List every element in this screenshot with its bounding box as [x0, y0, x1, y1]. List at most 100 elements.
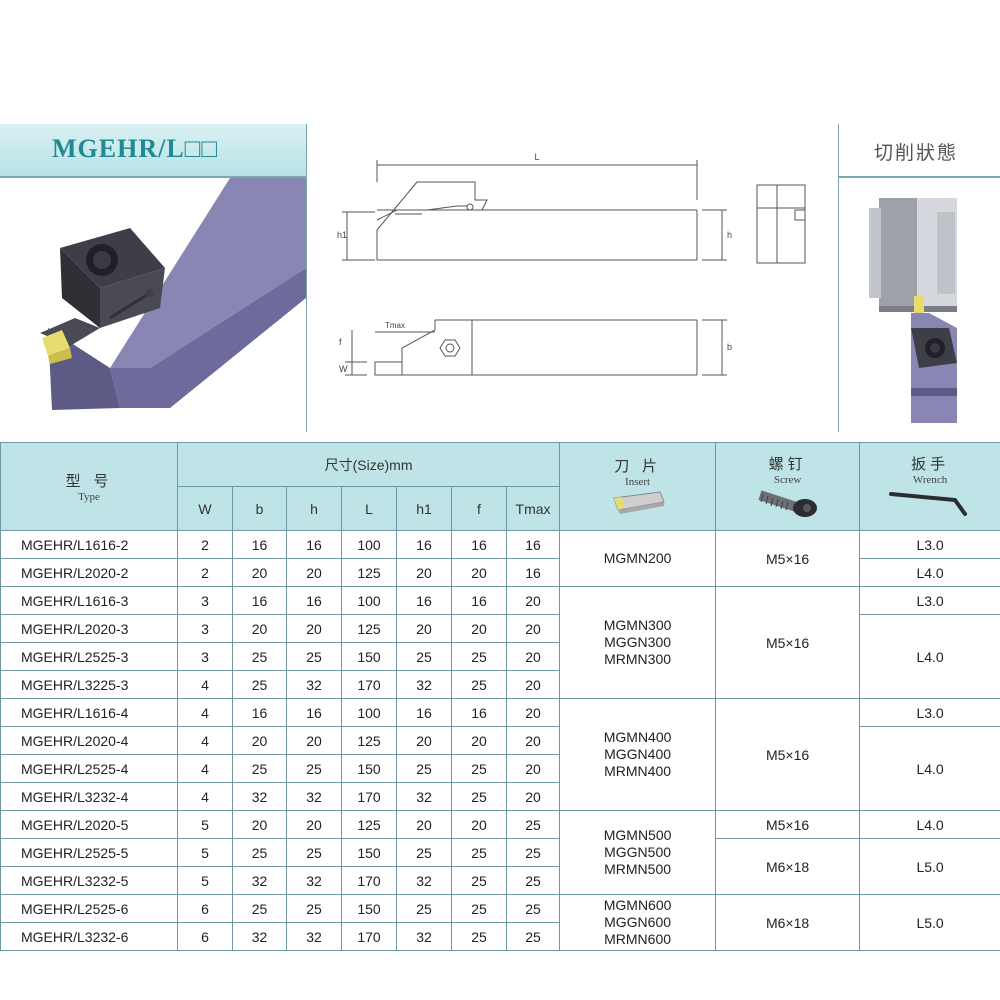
cell-f: 25	[451, 782, 507, 811]
cell-wrench: L4.0	[859, 726, 1000, 811]
type-header-zh: 型 号	[65, 472, 113, 490]
cell-b: 20	[232, 614, 287, 643]
cell-screw: M5×16	[715, 698, 861, 811]
cell-w: 4	[177, 698, 233, 727]
cell-h1: 25	[396, 642, 452, 671]
cell-h: 16	[286, 586, 342, 615]
cell-l: 125	[341, 614, 397, 643]
dim-label-L: L	[534, 152, 539, 162]
cell-b: 32	[232, 782, 287, 811]
cell-wrench: L3.0	[859, 698, 1000, 727]
cell-h1: 16	[396, 530, 452, 559]
cell-h: 20	[286, 614, 342, 643]
cell-type: MGEHR/L3232-4	[0, 782, 178, 811]
insert-icon	[612, 490, 665, 514]
cell-w: 3	[177, 614, 233, 643]
cell-wrench: L3.0	[859, 530, 1000, 559]
insert-model: MGMN500	[603, 827, 672, 843]
cell-wrench: L5.0	[859, 894, 1000, 951]
col-header-h: h	[286, 486, 342, 531]
insert-model: MGMN400	[603, 729, 672, 745]
cell-b: 16	[232, 698, 287, 727]
insert-model: MRMN500	[604, 861, 672, 877]
cutting-state-header	[838, 124, 1000, 176]
cell-screw: M5×16	[715, 586, 861, 699]
cell-tmax: 20	[505, 614, 561, 643]
cell-h: 16	[286, 698, 342, 727]
cell-h1: 32	[396, 866, 452, 895]
cell-screw: M5×16	[715, 810, 861, 839]
cell-wrench: L4.0	[859, 614, 1000, 699]
cell-w: 5	[177, 866, 233, 895]
cell-tmax: 25	[505, 894, 561, 923]
wrench-header: 扳手 Wrench	[859, 442, 1000, 531]
cell-type: MGEHR/L2020-3	[0, 614, 178, 643]
cell-l: 170	[341, 670, 397, 699]
insert-model: MGMN600	[603, 897, 672, 913]
cell-tmax: 25	[505, 922, 561, 951]
cell-w: 3	[177, 642, 233, 671]
cell-f: 25	[451, 894, 507, 923]
product-title-band	[0, 124, 306, 176]
cell-w: 5	[177, 838, 233, 867]
product-title: MGEHR/L□□	[52, 134, 219, 163]
cell-h1: 20	[396, 558, 452, 587]
cell-w: 6	[177, 922, 233, 951]
cell-h: 20	[286, 726, 342, 755]
cell-tmax: 20	[505, 726, 561, 755]
cell-l: 170	[341, 866, 397, 895]
cutting-state-title: 切削狀態	[874, 142, 959, 164]
cell-l: 170	[341, 922, 397, 951]
cell-l: 100	[341, 698, 397, 727]
cell-f: 25	[451, 922, 507, 951]
dim-label-b: b	[727, 342, 732, 352]
cell-l: 150	[341, 642, 397, 671]
cell-type: MGEHR/L2525-4	[0, 754, 178, 783]
cell-l: 150	[341, 894, 397, 923]
insert-model: MRMN600	[604, 931, 672, 947]
cell-h1: 20	[396, 726, 452, 755]
cell-l: 100	[341, 586, 397, 615]
cell-l: 125	[341, 810, 397, 839]
insert-model: MGGN500	[604, 844, 672, 860]
insert-model: MGGN600	[604, 914, 672, 930]
cell-f: 25	[451, 642, 507, 671]
cell-tmax: 25	[505, 810, 561, 839]
cell-wrench: L4.0	[859, 810, 1000, 839]
cell-h: 32	[286, 866, 342, 895]
cell-w: 6	[177, 894, 233, 923]
type-header-en: Type	[78, 491, 100, 503]
cell-tmax: 16	[505, 530, 561, 559]
cell-h: 20	[286, 558, 342, 587]
cell-f: 16	[451, 530, 507, 559]
insert-model: MGGN400	[604, 746, 672, 762]
cell-h1: 32	[396, 670, 452, 699]
cell-w: 3	[177, 586, 233, 615]
cell-b: 20	[232, 558, 287, 587]
cell-l: 170	[341, 782, 397, 811]
cell-screw: M5×16	[715, 530, 861, 587]
cell-type: MGEHR/L2020-5	[0, 810, 178, 839]
cell-b: 20	[232, 726, 287, 755]
cell-l: 100	[341, 530, 397, 559]
cell-type: MGEHR/L2020-4	[0, 726, 178, 755]
cell-h: 32	[286, 782, 342, 811]
insert-header-zh: 刀 片	[614, 456, 661, 475]
cell-h1: 25	[396, 894, 452, 923]
cell-type: MGEHR/L2525-3	[0, 642, 178, 671]
insert-model: MGGN300	[604, 634, 672, 650]
cell-type: MGEHR/L2020-2	[0, 558, 178, 587]
cell-h: 25	[286, 642, 342, 671]
cell-tmax: 20	[505, 642, 561, 671]
cell-b: 32	[232, 922, 287, 951]
wrench-header-zh: 扳手	[911, 454, 950, 473]
